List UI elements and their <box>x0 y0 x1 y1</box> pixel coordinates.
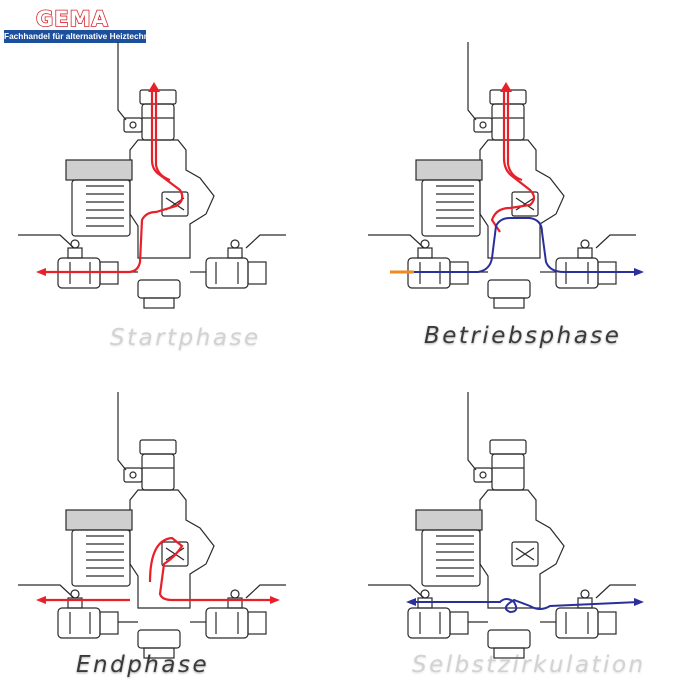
caption-startphase: Startphase <box>110 325 261 351</box>
valve-diagram-betriebsphase <box>367 41 644 309</box>
panel-startphase: Startphase <box>0 0 350 351</box>
supply-flow-line <box>36 536 280 604</box>
caption-betriebsphase: Betriebsphase <box>424 323 622 349</box>
panel-selbstzirkulation: Selbstzirkulation <box>350 350 700 700</box>
logo-tagline: Fachhandel für alternative Heiztechnik <box>4 30 156 43</box>
gema-logo: GEMA Fachhandel für alternative Heiztech… <box>4 6 156 43</box>
supply-flow-line <box>36 82 184 276</box>
return-flow-line <box>406 598 644 614</box>
return-flow-line <box>412 217 644 276</box>
valve-diagram-endphase <box>17 391 287 659</box>
valve-diagram-startphase <box>17 41 287 309</box>
supply-flow-line <box>490 82 536 233</box>
panel-endphase: Endphase <box>0 350 350 700</box>
caption-selbstzirkulation: Selbstzirkulation <box>412 652 646 678</box>
panel-betriebsphase: Betriebsphase <box>350 0 700 350</box>
caption-endphase: Endphase <box>76 652 210 678</box>
valve-diagram-selbstzirkulation <box>367 391 644 659</box>
logo-wordmark: GEMA <box>35 6 109 32</box>
